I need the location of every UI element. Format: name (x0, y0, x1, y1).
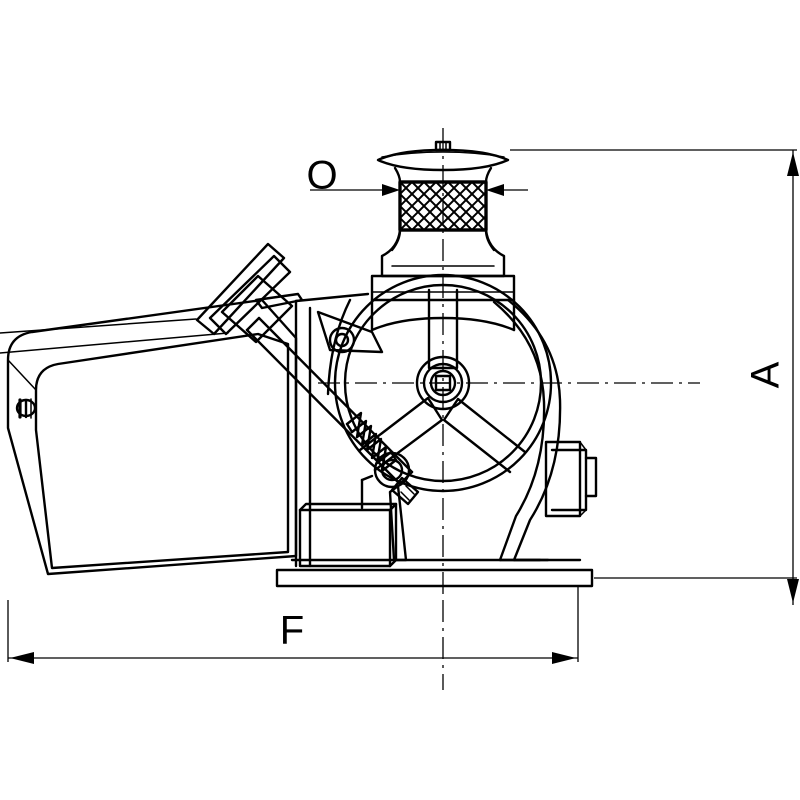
chain-locker (6, 298, 298, 576)
gypsy-housing (326, 298, 562, 562)
dimension-A: A (510, 149, 799, 605)
dimension-O: O (306, 154, 528, 198)
base-plate (275, 558, 594, 588)
spring-assembly (345, 411, 420, 562)
knurled-band (401, 183, 485, 229)
dimension-label-F: F (280, 609, 304, 653)
capstan-drum (370, 140, 516, 332)
dimension-F: F (7, 586, 579, 664)
gypsy-wheel (333, 273, 553, 493)
dimension-label-A: A (744, 361, 788, 388)
locker-latch-icon (15, 398, 37, 419)
dimension-label-O: O (306, 154, 337, 198)
motor-housing (544, 440, 598, 518)
